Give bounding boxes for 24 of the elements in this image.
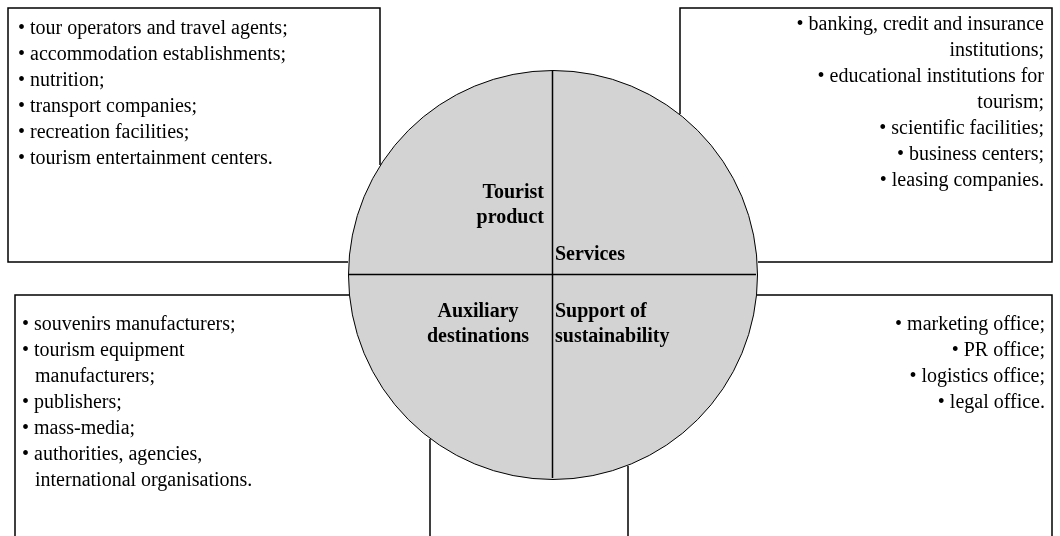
list-item: • logistics office; bbox=[908, 363, 1045, 388]
list-item: • publishers; bbox=[22, 389, 123, 414]
quadrant-label: Support of sustainability bbox=[555, 298, 705, 348]
list-item: • leasing companies. bbox=[878, 167, 1044, 192]
list-item: • mass-media; bbox=[22, 415, 137, 440]
list-item: • tourism entertainment centers. bbox=[18, 145, 274, 170]
list-item: • souvenirs manufacturers; bbox=[22, 311, 237, 336]
list-item: • accommodation establishments; bbox=[18, 41, 288, 66]
list-item: • recreation facilities; bbox=[18, 119, 191, 144]
list-item: • business centers; bbox=[896, 141, 1044, 166]
list-item: • tourism equipment manufacturers; bbox=[22, 337, 186, 388]
list-item: • nutrition; bbox=[18, 67, 106, 92]
quadrant-label: Services bbox=[555, 241, 675, 266]
list-item: • tour operators and travel agents; bbox=[18, 15, 289, 40]
list-item: • legal office. bbox=[936, 389, 1045, 414]
list-item: • educational institutions for tourism; bbox=[816, 63, 1044, 114]
list-item: • banking, credit and insurance institutions; bbox=[795, 11, 1044, 62]
list-item: • authorities, agencies, international organisations. bbox=[22, 441, 254, 492]
list-item: • scientific facilities; bbox=[878, 115, 1044, 140]
quadrant-label: Auxiliary destinations bbox=[411, 298, 545, 348]
quadrant-label: Tourist product bbox=[429, 179, 544, 229]
list-item: • transport companies; bbox=[18, 93, 199, 118]
list-item: • PR office; bbox=[950, 337, 1045, 362]
list-item: • marketing office; bbox=[894, 311, 1045, 336]
